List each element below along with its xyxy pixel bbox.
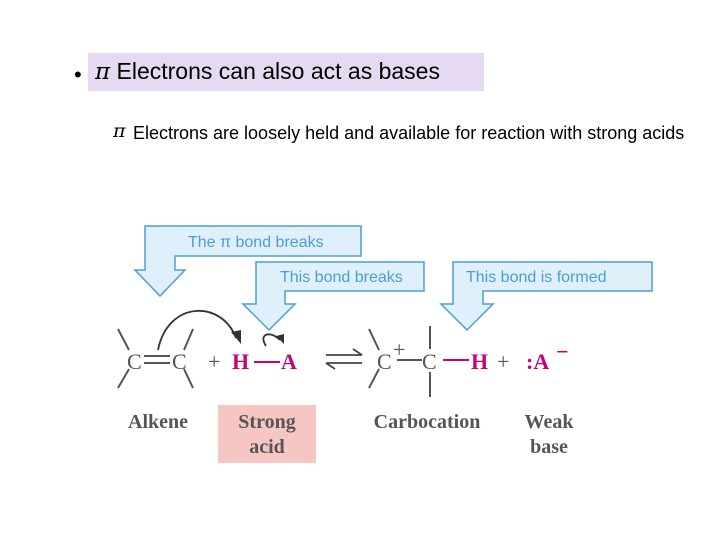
alkene-carbon-1: C [127, 349, 142, 374]
acid-anion-a: A [281, 349, 297, 374]
carbocation-charge: + [393, 337, 405, 362]
label-base: base [530, 436, 568, 458]
label-acid: acid [249, 436, 285, 458]
electron-push-arrow-2-head [276, 334, 284, 344]
alkene-structure [117, 328, 194, 389]
label-alkene: Alkene [128, 411, 188, 433]
label-weak: Weak [525, 411, 575, 433]
plus-sign-1: + [208, 349, 220, 374]
slide-heading: π Electrons can also act as bases [95, 58, 440, 85]
heading-highlight [88, 53, 484, 91]
acid-hydrogen: H [232, 349, 249, 374]
carbocation-structure [368, 326, 431, 397]
callout-bond-breaks-arrow [241, 261, 425, 332]
electron-push-arrow-2 [262, 333, 281, 347]
callout-pi-bond-arrow [133, 225, 362, 298]
electron-push-arrow-1 [157, 309, 237, 351]
sub-bullet-pi-symbol: π [113, 120, 126, 142]
anion-charge: − [556, 339, 569, 364]
product-hydrogen: H [471, 349, 488, 374]
alkene-carbon-2: C [172, 349, 187, 374]
label-carbocation: Carbocation [374, 411, 481, 433]
heading-pi-symbol: π [95, 59, 111, 85]
callout-bond-formed-label: This bond is formed [466, 269, 607, 286]
carbocation-carbon-2: C [422, 349, 437, 374]
callout-bond-breaks-label: This bond breaks [280, 269, 403, 286]
sub-bullet-text: Electrons are loosely held and available… [133, 123, 685, 143]
label-strong: Strong [238, 411, 295, 433]
heading-text: Electrons can also act as bases [110, 58, 440, 84]
callout-bond-formed-arrow [439, 261, 653, 332]
carbocation-carbon-1: C [377, 349, 392, 374]
bullet-marker: • [74, 62, 82, 87]
conjugate-base: :A [526, 349, 549, 374]
callout-pi-bond-label: The π bond breaks [188, 234, 324, 251]
equilibrium-arrows [325, 348, 363, 370]
plus-sign-2: + [497, 349, 509, 374]
electron-push-arrow-1-head [231, 330, 241, 344]
strong-acid-highlight [218, 405, 316, 463]
